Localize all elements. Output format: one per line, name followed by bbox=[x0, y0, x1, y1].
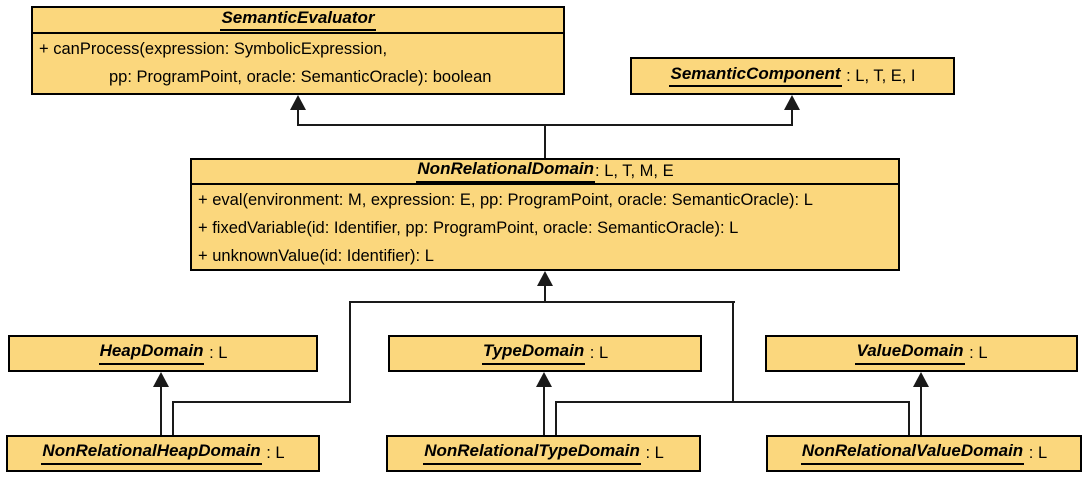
edge-segment bbox=[732, 301, 734, 403]
class-box-semantic-evaluator: SemanticEvaluator + canProcess(expressio… bbox=[31, 6, 565, 95]
edge-segment bbox=[349, 301, 351, 403]
type-parameters: : L, T, E, I bbox=[841, 66, 916, 85]
edge-segment bbox=[543, 385, 545, 436]
edge-segment bbox=[920, 385, 922, 436]
edge-segment bbox=[908, 401, 910, 436]
edge-segment bbox=[555, 401, 557, 436]
class-title-row: NonRelationalDomain: L, T, M, E bbox=[192, 159, 898, 185]
method-line: + fixedVariable(id: Identifier, pp: Prog… bbox=[198, 219, 739, 237]
method-line: + unknownValue(id: Identifier): L bbox=[198, 247, 434, 265]
edge-segment bbox=[160, 385, 162, 436]
method-line-continuation: pp: ProgramPoint, oracle: SemanticOracle… bbox=[109, 68, 492, 86]
class-title-row: SemanticComponent : L, T, E, I bbox=[632, 59, 953, 93]
edge-segment bbox=[555, 401, 910, 403]
edge-segment bbox=[297, 108, 299, 126]
class-name: TypeDomain bbox=[481, 341, 586, 365]
class-box-heap-domain: HeapDomain : L bbox=[8, 335, 318, 372]
class-box-non-relational-value-domain: NonRelationalValueDomain : L bbox=[766, 435, 1082, 472]
class-box-semantic-component: SemanticComponent : L, T, E, I bbox=[630, 57, 955, 95]
type-parameters: : L, T, M, E bbox=[595, 162, 674, 180]
class-title-row: TypeDomain : L bbox=[390, 337, 700, 370]
inheritance-arrow-icon-value-domain bbox=[913, 372, 929, 387]
class-name: NonRelationalHeapDomain bbox=[41, 441, 262, 465]
class-title-row: NonRelationalTypeDomain : L bbox=[388, 437, 699, 470]
edge-segment bbox=[791, 108, 793, 126]
class-name: NonRelationalDomain bbox=[416, 159, 596, 183]
inheritance-arrow-icon-semantic-component bbox=[784, 95, 800, 110]
edge-segment bbox=[349, 301, 735, 303]
class-title-row: ValueDomain : L bbox=[767, 337, 1076, 370]
method-line: + eval(environment: M, expression: E, pp… bbox=[198, 191, 813, 209]
type-parameters: : L bbox=[964, 344, 988, 362]
class-name: HeapDomain bbox=[98, 341, 205, 365]
class-name: NonRelationalValueDomain bbox=[800, 441, 1025, 465]
edge-segment bbox=[172, 401, 351, 403]
type-parameters: : L bbox=[1024, 444, 1048, 462]
class-title-row: NonRelationalValueDomain : L bbox=[768, 437, 1080, 470]
class-title-row: NonRelationalHeapDomain : L bbox=[8, 437, 318, 470]
edge-segment bbox=[172, 401, 174, 436]
method-line: + canProcess(expression: SymbolicExpress… bbox=[39, 40, 388, 58]
class-name: ValueDomain bbox=[855, 341, 965, 365]
edge-segment bbox=[544, 124, 546, 159]
class-box-non-relational-domain: NonRelationalDomain: L, T, M, E + eval(e… bbox=[190, 158, 900, 271]
inheritance-arrow-icon-non-relational-domain bbox=[537, 271, 553, 286]
class-name: SemanticComponent bbox=[669, 64, 842, 88]
type-parameters: : L bbox=[585, 344, 609, 362]
class-box-type-domain: TypeDomain : L bbox=[388, 335, 702, 372]
class-title-row: HeapDomain : L bbox=[10, 337, 316, 370]
class-title-row: SemanticEvaluator bbox=[33, 8, 563, 34]
inheritance-arrow-icon-heap-domain bbox=[153, 372, 169, 387]
inheritance-arrow-icon-semantic-evaluator bbox=[290, 95, 306, 110]
type-parameters: : L bbox=[204, 344, 228, 362]
class-box-value-domain: ValueDomain : L bbox=[765, 335, 1078, 372]
type-parameters: : L bbox=[261, 444, 285, 462]
type-parameters: : L bbox=[640, 444, 664, 462]
class-methods: + canProcess(expression: SymbolicExpress… bbox=[33, 34, 563, 91]
edge-segment bbox=[544, 284, 546, 303]
class-box-non-relational-heap-domain: NonRelationalHeapDomain : L bbox=[6, 435, 320, 472]
class-name: NonRelationalTypeDomain bbox=[423, 441, 641, 465]
class-methods: + eval(environment: M, expression: E, pp… bbox=[192, 185, 898, 270]
inheritance-arrow-icon-type-domain bbox=[536, 372, 552, 387]
class-name: SemanticEvaluator bbox=[220, 8, 376, 32]
class-box-non-relational-type-domain: NonRelationalTypeDomain : L bbox=[386, 435, 701, 472]
